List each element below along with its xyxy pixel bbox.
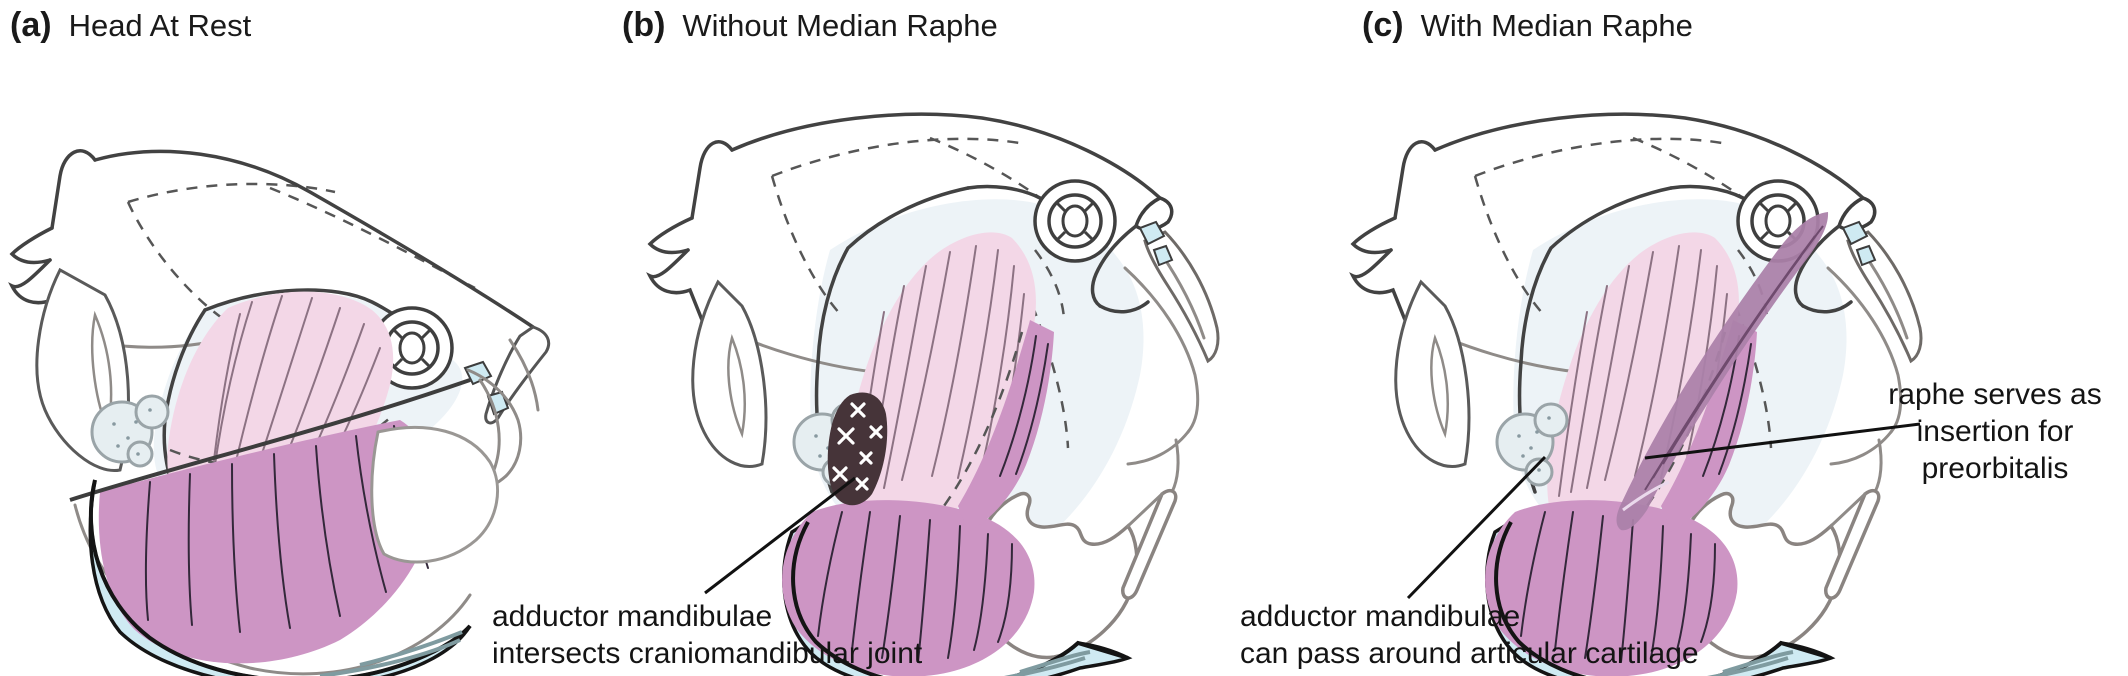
- panel-a-title: Head At Rest: [68, 8, 252, 43]
- caption-line: adductor mandibulae: [1240, 600, 1521, 633]
- orbit-spokes: [391, 327, 433, 370]
- panel-c-header: (c) With Median Raphe: [1362, 6, 1693, 45]
- caption-raphe-insertion: raphe serves as insertion for preorbital…: [1862, 376, 2128, 487]
- mouth-line: [69, 378, 471, 502]
- caption-line: intersects craniomandibular joint: [492, 637, 923, 670]
- cartilage-streaks: [319, 630, 463, 676]
- caption-line: adductor mandibulae: [492, 600, 773, 633]
- panel-a-label: (a): [10, 6, 52, 44]
- leader-line-adductor-b: [704, 476, 856, 595]
- raphe-band: [1616, 212, 1829, 531]
- panel-c-illustration: [1351, 112, 1923, 676]
- x-marks: [832, 402, 883, 491]
- articular-cartilage: [90, 394, 170, 468]
- caption-adductor-articular: adductor mandibulae can pass around arti…: [1240, 598, 1699, 672]
- caption-line: raphe serves as: [1888, 378, 2102, 411]
- snout-and-beak: [463, 325, 551, 425]
- panel-a-header: (a) Head At Rest: [10, 6, 251, 45]
- panel-b-illustration: [648, 112, 1220, 676]
- panel-c-title: With Median Raphe: [1420, 8, 1693, 43]
- joint-overlap-patch: [827, 392, 888, 506]
- panel-c-label: (c): [1362, 6, 1404, 44]
- leader-line-adductor-c: [1406, 455, 1547, 600]
- caption-line: can pass around articular cartilage: [1240, 637, 1699, 670]
- raphe-pinch-line: [1622, 480, 1670, 512]
- adductor-mandibulae-dark: [98, 420, 436, 664]
- panel-b-title: Without Median Raphe: [682, 8, 998, 43]
- panel-b-header: (b) Without Median Raphe: [622, 6, 998, 45]
- leader-line-raphe: [1644, 422, 1921, 460]
- lower-jaw: [370, 425, 499, 564]
- panel-a-illustration: [8, 149, 551, 676]
- caption-line: insertion for: [1916, 415, 2074, 448]
- caption-adductor-intersects: adductor mandibulae intersects cranioman…: [492, 598, 922, 672]
- caption-line: preorbitalis: [1921, 452, 2069, 485]
- cartilage-stipple: [112, 408, 152, 456]
- panel-b-label: (b): [622, 6, 666, 44]
